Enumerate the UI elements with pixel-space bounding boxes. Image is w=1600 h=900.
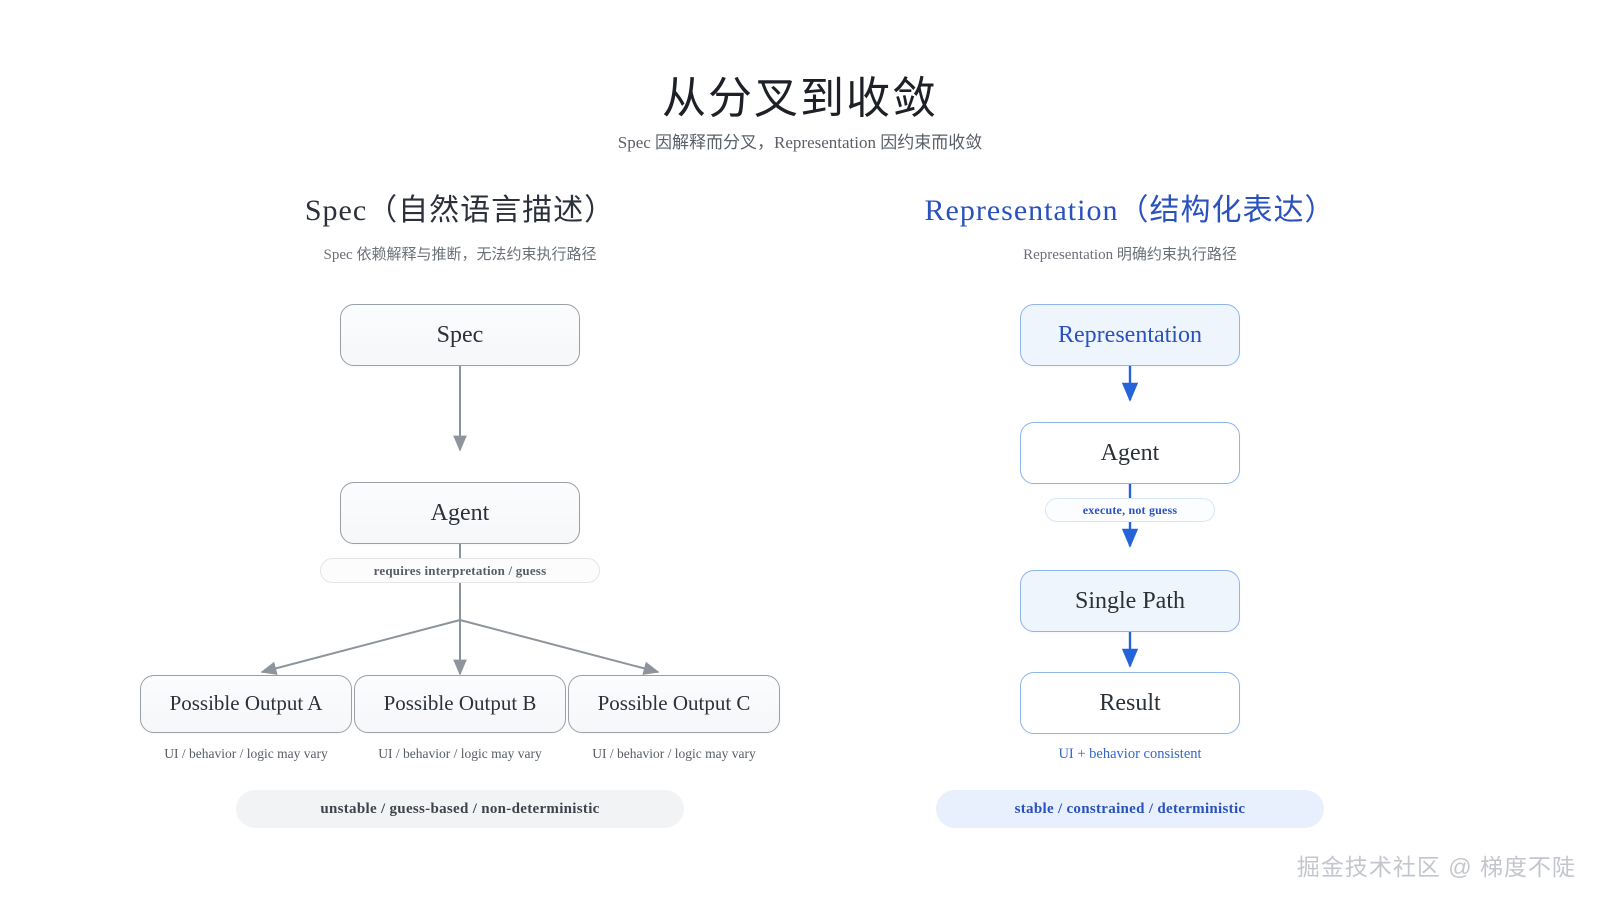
caption-output-c: UI / behavior / logic may vary (592, 746, 756, 761)
node-spec-agent[interactable]: Agent (340, 482, 580, 544)
node-possible-output-c-label: Possible Output C (597, 691, 751, 716)
spec-column-subtitle: Spec 依赖解释与推断，无法约束执行路径 (323, 247, 597, 263)
edge-label-requires-interpretation: requires interpretation / guess (320, 558, 600, 583)
node-possible-output-b[interactable]: Possible Output B (354, 675, 566, 733)
node-spec[interactable]: Spec (340, 304, 580, 366)
node-spec-label: Spec (436, 321, 484, 348)
representation-flow-arrows (1121, 366, 1139, 668)
node-representation-agent-label: Agent (1100, 439, 1160, 466)
page-title: 从分叉到收敛 (662, 74, 938, 123)
edge-label-execute-not-guess: execute, not guess (1045, 498, 1215, 522)
node-representation-agent[interactable]: Agent (1020, 422, 1240, 484)
representation-column-title: Representation（结构化表达） (924, 194, 1336, 227)
edge-label-execute-not-guess-text: execute, not guess (1082, 502, 1178, 517)
page-subtitle: Spec 因解释而分叉，Representation 因约束而收敛 (617, 133, 983, 152)
caption-output-b: UI / behavior / logic may vary (378, 746, 542, 761)
representation-summary-text: stable / constrained / deterministic (1014, 800, 1246, 817)
node-representation[interactable]: Representation (1020, 304, 1240, 366)
node-representation-label: Representation (1058, 321, 1202, 348)
representation-column-subtitle: Representation 明确约束执行路径 (1023, 247, 1237, 263)
spec-column: Spec（自然语言描述） Spec 依赖解释与推断，无法约束执行路径 Spec … (140, 185, 780, 882)
node-possible-output-c[interactable]: Possible Output C (568, 675, 780, 733)
node-possible-output-b-label: Possible Output B (383, 691, 537, 716)
representation-summary-pill: stable / constrained / deterministic (936, 790, 1324, 828)
node-spec-agent-label: Agent (430, 499, 490, 526)
caption-output-a: UI / behavior / logic may vary (164, 746, 328, 761)
spec-column-title: Spec（自然语言描述） (304, 194, 616, 227)
representation-column: Representation（结构化表达） Representation 明确约… (820, 185, 1440, 882)
representation-flow: Representation Agent execute, not guess … (820, 282, 1440, 882)
node-single-path-label: Single Path (1074, 587, 1185, 614)
node-possible-output-a[interactable]: Possible Output A (140, 675, 352, 733)
node-result-label: Result (1099, 689, 1161, 716)
edge-label-requires-interpretation-text: requires interpretation / guess (373, 562, 547, 578)
spec-flow: Spec Agent requires interpretation / gue… (140, 282, 780, 882)
spec-summary-text: unstable / guess-based / non-determinist… (320, 800, 600, 817)
node-result[interactable]: Result (1020, 672, 1240, 734)
spec-summary-pill: unstable / guess-based / non-determinist… (236, 790, 684, 828)
watermark: 掘金技术社区 @ 梯度不陡 (1296, 854, 1576, 880)
caption-ui-behavior-consistent: UI + behavior consistent (1058, 746, 1202, 762)
node-single-path[interactable]: Single Path (1020, 570, 1240, 632)
node-possible-output-a-label: Possible Output A (169, 691, 323, 716)
